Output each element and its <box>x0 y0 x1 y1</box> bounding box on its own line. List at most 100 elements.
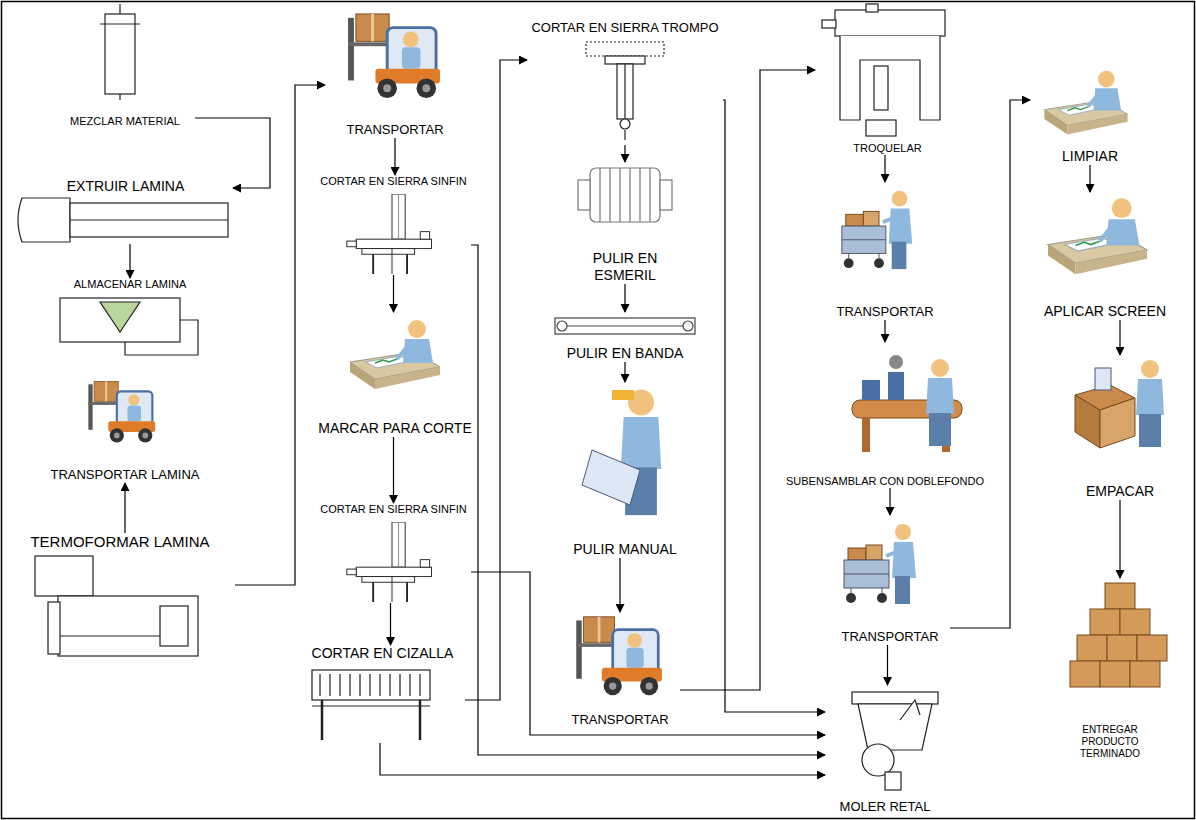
flow-arrow <box>884 320 885 342</box>
spindle-saw-icon <box>624 64 625 119</box>
finished-goods-icon <box>1137 635 1167 661</box>
storage-icon <box>60 298 180 342</box>
step-label: SUBENSAMBLAR CON DOBLEFONDO <box>786 475 984 488</box>
mixer-icon <box>119 94 120 100</box>
grinder-mill-icon <box>852 692 938 790</box>
step-label: TRANSPORTAR LAMINA <box>50 467 199 483</box>
flow-arrow <box>471 572 825 735</box>
die-press-icon <box>874 66 888 110</box>
flow-arrow <box>1119 320 1120 355</box>
step-label: EMPACAR <box>1086 483 1154 500</box>
thermoformer-icon <box>160 606 188 646</box>
die-press-icon <box>822 4 945 136</box>
thermoformer-icon <box>60 635 160 636</box>
step-label: PULIR EN ESMERIL <box>575 250 675 284</box>
flow-arrow <box>393 275 394 312</box>
step-label: CORTAR EN SIERRA TROMPO <box>531 20 718 36</box>
step-label: TERMOFORMAR LAMINA <box>30 533 209 551</box>
step-label: ALMACENAR LAMINA <box>74 278 186 291</box>
belt-sander-icon <box>555 318 695 334</box>
flow-arrow <box>393 437 394 503</box>
extruder-icon <box>70 219 228 220</box>
step-label: TROQUELAR <box>853 142 921 155</box>
manual-polish-icon <box>612 390 634 400</box>
bandsaw-icon <box>347 194 432 274</box>
storage-icon <box>125 320 198 355</box>
finished-goods-icon <box>1120 609 1150 635</box>
mixer-icon <box>100 23 140 24</box>
step-label: LIMPIAR <box>1062 148 1118 165</box>
step-label: APLICAR SCREEN <box>1044 303 1166 320</box>
finished-goods-icon <box>1090 609 1120 635</box>
process-step: APLICAR SCREEN <box>1030 192 1180 320</box>
marking-desk-icon <box>350 320 440 389</box>
flow-arrow <box>1089 165 1090 192</box>
finished-goods-icon <box>1077 635 1107 661</box>
extruder-icon <box>70 203 228 237</box>
belt-sander-icon <box>683 321 693 331</box>
step-label: CORTAR EN CIZALLA <box>312 645 454 662</box>
shear-icon <box>312 670 430 740</box>
flow-arrow <box>129 244 130 278</box>
shear-icon <box>312 670 430 700</box>
thermoformer-icon <box>48 602 60 654</box>
process-step: EXTRUIR LAMINA <box>18 178 233 244</box>
grinder-mill-icon <box>858 704 932 750</box>
process-step: PULIR EN BANDA <box>550 312 700 362</box>
process-step: CORTAR EN SIERRA SINFIN <box>316 175 471 275</box>
step-label: TRANSPORTAR <box>346 122 443 138</box>
spindle-saw-icon <box>605 56 645 64</box>
step-label: CORTAR EN SIERRA SINFIN <box>320 503 466 516</box>
step-label: MARCAR PARA CORTE <box>318 420 472 437</box>
flow-arrow <box>124 483 125 533</box>
flow-arrow <box>394 138 395 175</box>
subassembly-icon <box>852 355 962 452</box>
process-step: MARCAR PARA CORTE <box>305 312 485 437</box>
process-step: CORTAR EN CIZALLA <box>300 645 465 743</box>
flow-arrow <box>624 284 625 312</box>
step-label: EXTRUIR LAMINA <box>67 178 184 195</box>
grinder-mill-icon <box>885 772 901 790</box>
forklift-icon <box>348 14 440 98</box>
grinder-icon <box>660 180 672 210</box>
process-step: TERMOFORMAR LAMINA <box>5 533 235 663</box>
step-label: MOLER RETAL <box>840 799 931 815</box>
shear-icon <box>320 674 420 696</box>
spindle-saw-icon <box>586 42 664 140</box>
finished-goods-icon <box>1130 661 1160 687</box>
step-label: ENTREGAR PRODUCTO TERMINADO <box>1053 724 1168 760</box>
step-label: MEZCLAR MATERIAL <box>70 115 180 128</box>
flow-arrow <box>680 70 815 690</box>
manual-polish-icon <box>582 389 661 515</box>
extruder-icon <box>18 198 70 242</box>
flow-arrow <box>465 60 527 700</box>
die-press-icon <box>835 10 945 36</box>
thermoformer-icon <box>35 556 93 596</box>
die-press-icon <box>866 120 896 136</box>
step-label: PULIR EN BANDA <box>567 345 684 362</box>
subassembly-icon <box>889 355 903 369</box>
step-label: CORTAR EN SIERRA SINFIN <box>320 175 466 188</box>
finished-goods-icon <box>1107 635 1137 661</box>
subassembly-icon <box>888 372 904 400</box>
process-step: CORTAR EN SIERRA SINFIN <box>316 503 471 603</box>
storage-icon <box>60 298 198 355</box>
manual-polish-icon <box>582 450 640 505</box>
process-step: ALMACENAR LAMINA <box>55 278 205 358</box>
cleaning-desk-icon <box>1044 71 1127 135</box>
process-step: ENTREGAR PRODUCTO TERMINADO <box>1040 578 1180 760</box>
grinder-mill-icon <box>862 744 894 776</box>
belt-sander-icon <box>557 321 567 331</box>
process-step: TRANSPORTAR <box>325 8 465 138</box>
step-label: TRANSPORTAR <box>571 712 668 728</box>
flow-arrow <box>195 118 270 188</box>
process-step: PULIR MANUAL <box>555 382 695 558</box>
flow-arrow <box>624 362 625 382</box>
flow-arrow <box>950 100 1030 628</box>
thermoformer-icon <box>35 556 198 656</box>
finished-goods-icon <box>1105 583 1135 609</box>
process-step: TRANSPORTAR <box>560 612 680 728</box>
grinder-mill-icon <box>852 692 938 704</box>
